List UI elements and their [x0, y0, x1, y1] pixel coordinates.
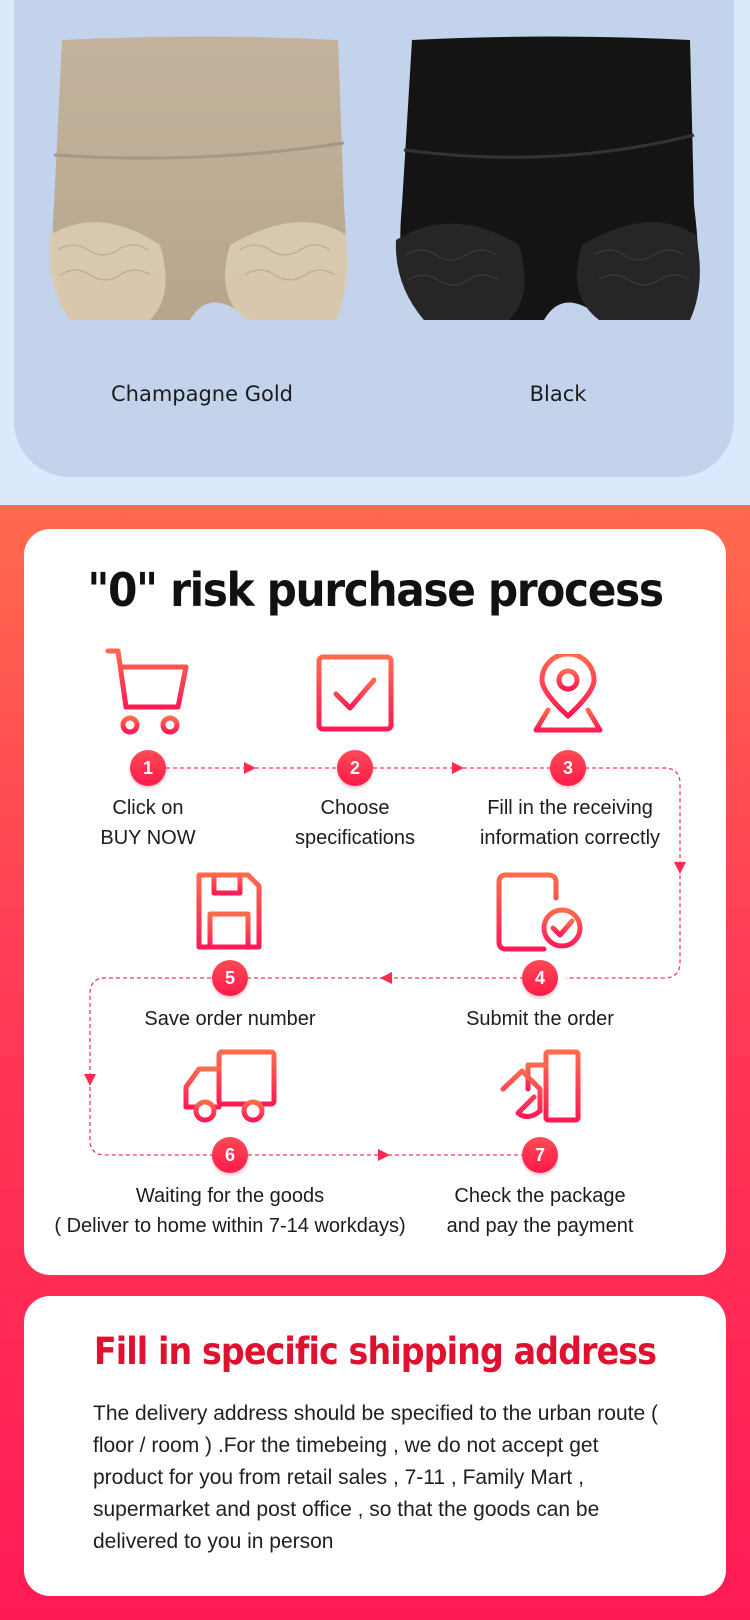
location-pin-icon: [533, 654, 603, 733]
step-label-4: Submit the order: [466, 1008, 614, 1030]
step-number-3: 3: [550, 750, 586, 786]
shipping-address-title: Fill in specific shipping address: [93, 1330, 657, 1373]
checkbox-icon: [316, 654, 394, 732]
step-number-4: 4: [522, 960, 558, 996]
product-image-champagne-gold: [48, 36, 348, 320]
step-number-6: 6: [212, 1137, 248, 1173]
step-label-1: Click on BUY NOW: [100, 797, 196, 849]
package-hand-icon: [500, 1049, 581, 1128]
step-label-5: Save order number: [144, 1008, 316, 1030]
shopping-cart-add-icon: [105, 648, 189, 735]
purchase-process-card: [24, 529, 726, 1275]
floppy-disk-icon: [196, 872, 262, 950]
purchase-process-title: "0" risk purchase process: [87, 563, 664, 617]
step-label-2: Choose specifications: [294, 797, 416, 849]
step-label-7: Check the package and pay the payment: [446, 1185, 634, 1237]
document-check-icon: [496, 872, 583, 952]
product-image-black: [395, 36, 700, 320]
shipping-address-card: [24, 1296, 726, 1596]
color-option-champagne-gold[interactable]: Champagne Gold: [110, 382, 294, 406]
step-label-3: Fill in the receiving information correc…: [479, 797, 661, 849]
delivery-truck-icon: [183, 1049, 277, 1123]
step-number-5: 5: [212, 960, 248, 996]
step-label-6: Waiting for the goods ( Deliver to home …: [54, 1185, 406, 1237]
color-option-black[interactable]: Black: [529, 382, 587, 406]
step-number-2: 2: [337, 750, 373, 786]
step-number-1: 1: [130, 750, 166, 786]
shipping-address-text: The delivery address should be specified…: [93, 1402, 659, 1553]
step-number-7: 7: [522, 1137, 558, 1173]
product-colors-section: Champagne Gold Black: [0, 0, 750, 505]
